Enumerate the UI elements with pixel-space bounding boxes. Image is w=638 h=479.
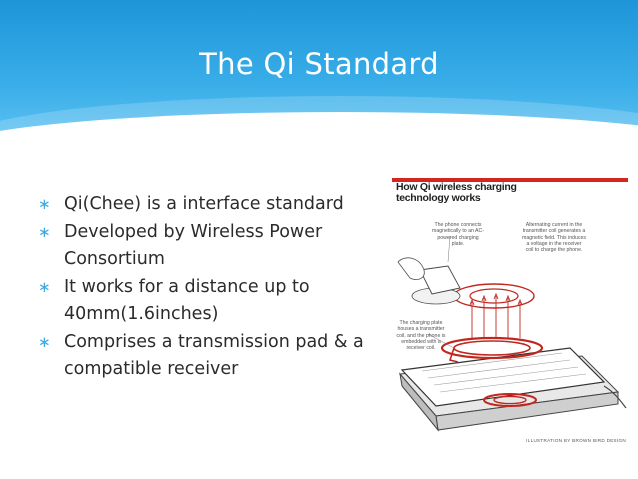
charging-diagram [397, 235, 627, 432]
transmitter-coil [483, 393, 537, 407]
bullet-text: Developed by Wireless Power Consortium [64, 222, 323, 269]
callout-line [447, 235, 451, 263]
illustration-title-line1: How Qi wireless charging [396, 181, 517, 193]
bullet-text: Qi(Chee) is a interface standard [64, 194, 344, 214]
note-alternating-current: Alternating current in the transmitter c… [522, 222, 586, 254]
asterisk-bullet-icon: ∗ [38, 333, 51, 351]
illustration-title-line2: technology works [396, 192, 481, 204]
bullet-item: ∗ Developed by Wireless Power Consortium [38, 219, 388, 273]
bullet-text: Comprises a transmission pad & a compati… [64, 332, 364, 379]
transmitter-coil-inner [493, 395, 527, 405]
callout-line [427, 333, 455, 349]
bullet-item: ∗ Qi(Chee) is a interface standard [38, 191, 388, 218]
asterisk-bullet-icon: ∗ [38, 195, 51, 213]
bullet-item: ∗ Comprises a transmission pad & a compa… [38, 329, 388, 383]
inset-phone [419, 265, 461, 295]
illustration-credit: ILLUSTRATION BY BROWN BIRD DESIGN [526, 438, 626, 443]
phone-body [400, 347, 606, 407]
power-cable [603, 385, 627, 409]
phone-screen-grid [421, 352, 587, 393]
receiver-coil-inner [453, 340, 531, 356]
magnetic-field-arrows [471, 296, 521, 338]
charging-pad-side-left [399, 372, 439, 432]
title-banner [0, 0, 638, 192]
note-charging-plate: The charging plate houses a transmitter … [396, 320, 446, 352]
inset-hand [397, 257, 425, 280]
slide-title: The Qi Standard [199, 47, 439, 81]
bullet-text: It works for a distance up to 40mm(1.6in… [64, 277, 310, 324]
magnetic-field-ring [469, 288, 519, 304]
receiver-coil [440, 336, 544, 360]
qi-charging-illustration: How Qi wireless charging technology work… [392, 178, 628, 443]
note-phone-connects: The phone connects magnetically to an AC… [432, 222, 484, 247]
magnetic-field-arrowheads [469, 292, 523, 306]
bullet-item: ∗ It works for a distance up to 40mm(1.6… [38, 274, 388, 328]
asterisk-bullet-icon: ∗ [38, 223, 51, 241]
asterisk-bullet-icon: ∗ [38, 278, 51, 296]
illustration-brand-bar [392, 178, 628, 192]
receiver-coil-leads [448, 347, 459, 363]
illustration-title: How Qi wireless charging technology work… [396, 182, 632, 204]
bullet-list: ∗ Qi(Chee) is a interface standard ∗ Dev… [38, 191, 388, 384]
